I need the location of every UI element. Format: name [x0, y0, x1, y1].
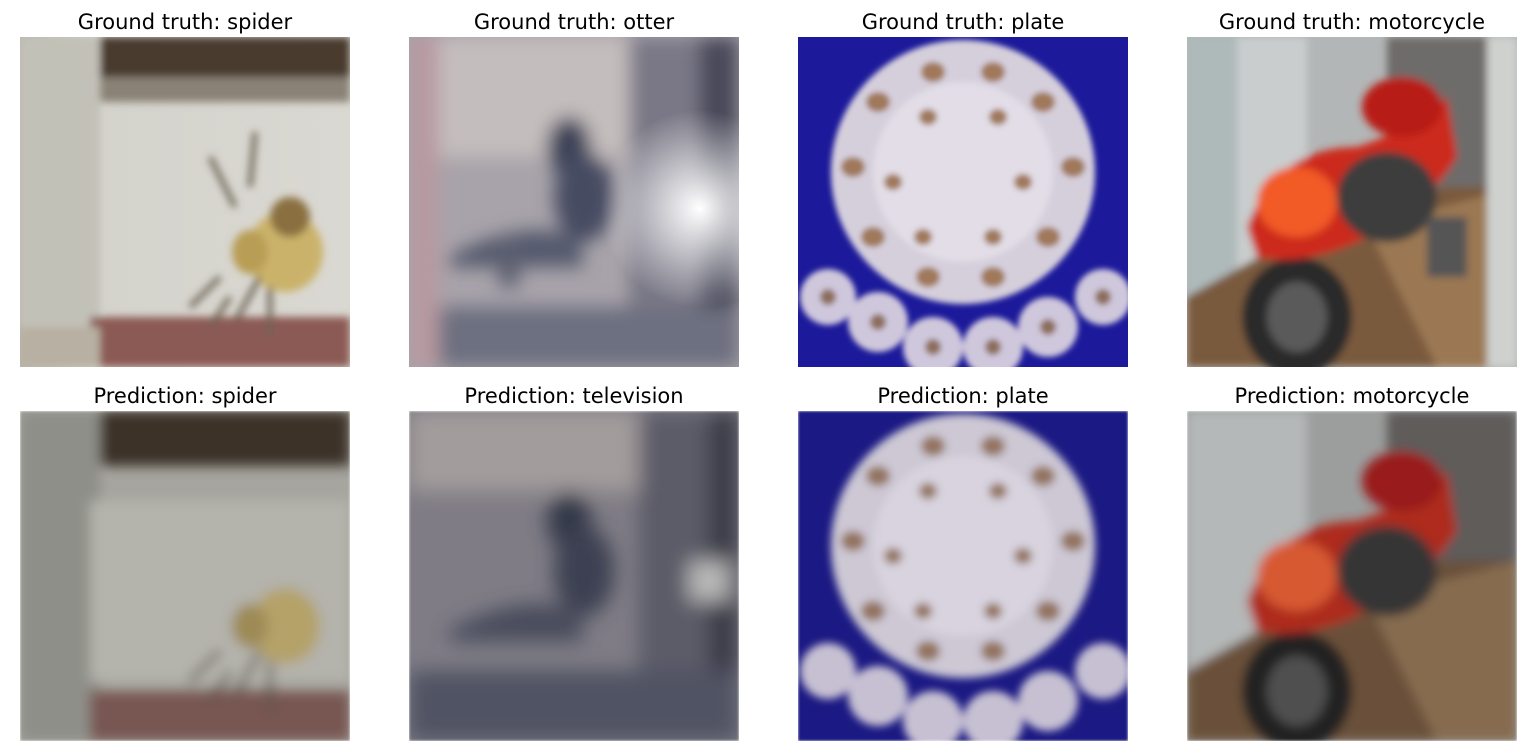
motorcycle-image [1187, 411, 1517, 741]
otter-image [409, 37, 739, 367]
spider-picture [20, 37, 350, 367]
otter-picture [409, 411, 739, 741]
plate-image [798, 411, 1128, 741]
motorcycle-picture [1187, 37, 1517, 367]
panel-title: Ground truth: otter [473, 10, 675, 34]
panel-title: Prediction: motorcycle [1234, 384, 1470, 408]
panel-title: Prediction: spider [93, 384, 277, 408]
otter-image [409, 411, 739, 741]
plate-image [798, 37, 1128, 367]
plate-picture [798, 411, 1128, 741]
panel-title: Ground truth: spider [77, 10, 293, 34]
panel-title: Ground truth: motorcycle [1218, 10, 1486, 34]
panel-title: Prediction: television [464, 384, 684, 408]
spider-image [20, 37, 350, 367]
spider-image [20, 411, 350, 741]
motorcycle-image [1187, 37, 1517, 367]
plate-picture [798, 37, 1128, 367]
motorcycle-picture [1187, 411, 1517, 741]
otter-picture [409, 37, 739, 367]
panel-title: Ground truth: plate [861, 10, 1065, 34]
spider-picture [20, 411, 350, 741]
panel-title: Prediction: plate [877, 384, 1049, 408]
